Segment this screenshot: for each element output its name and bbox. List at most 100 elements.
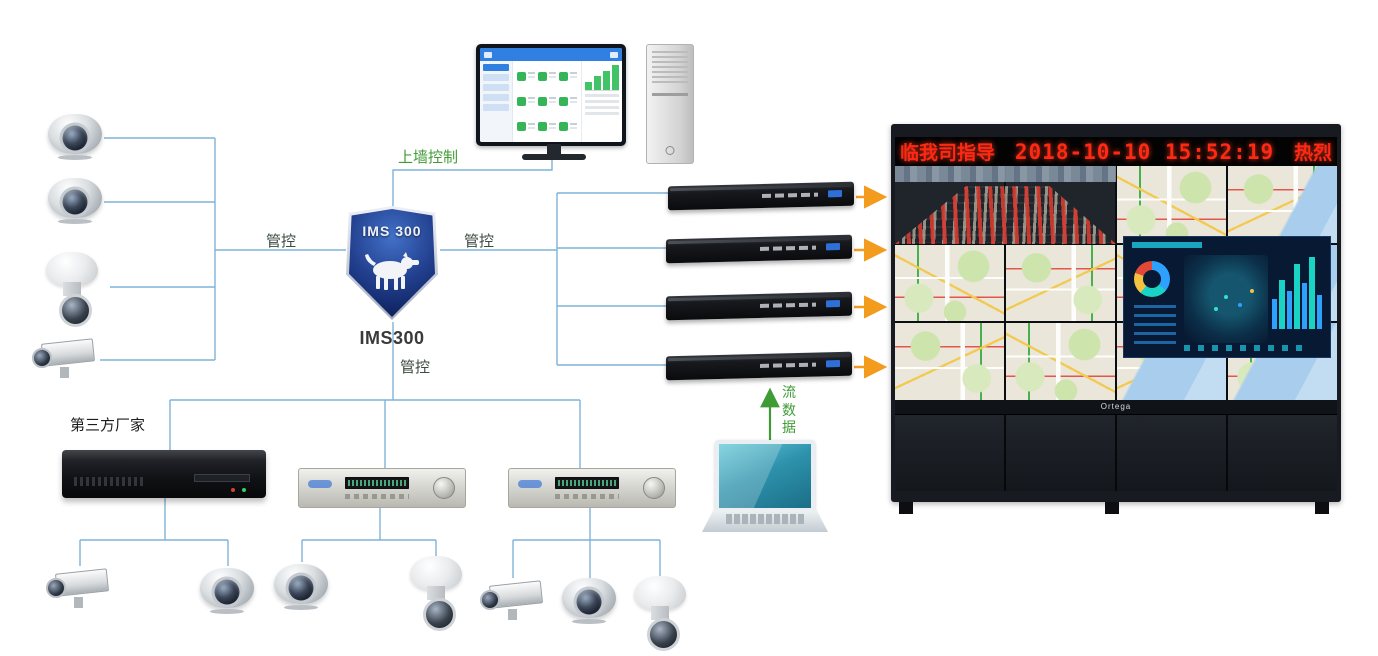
camera-neck	[63, 282, 81, 296]
wall-foot	[899, 502, 913, 514]
camera-lens-icon	[576, 589, 602, 615]
donut-chart-icon	[1134, 261, 1170, 297]
ptz-camera-3	[628, 576, 692, 651]
laptop	[702, 440, 828, 536]
camera-lens-icon	[46, 578, 66, 598]
module-icon	[538, 96, 547, 106]
dome-camera-3	[198, 566, 256, 618]
dashboard-map	[1184, 255, 1268, 343]
led-text-right: 热烈	[1293, 143, 1332, 164]
decoder-logo-icon	[826, 360, 840, 368]
wall-tile-map	[895, 323, 1004, 400]
ptz-camera-2	[404, 556, 468, 631]
dog-icon	[365, 252, 419, 290]
label-manage-right: 管控	[464, 233, 495, 250]
decoder-to-wall-arrows	[854, 185, 888, 379]
status-led-icon	[242, 488, 246, 492]
video-decoder-3	[666, 291, 852, 321]
module-icon	[559, 122, 568, 132]
label-third-party: 第三方厂家	[70, 417, 146, 434]
module-icon	[559, 96, 568, 106]
video-decoder-1	[668, 181, 854, 211]
mini-bar-chart	[585, 64, 619, 91]
dvr-2	[508, 468, 676, 508]
app-titlebar	[480, 48, 622, 61]
dashboard-legend	[1134, 305, 1176, 345]
dashboard-title-bar	[1132, 242, 1202, 248]
wall-brand-label: Ortega	[895, 400, 1337, 414]
camera-rim	[58, 155, 92, 160]
led-ticker: 临我司指导 2018-10-10 15:52:19 热烈	[895, 137, 1337, 166]
ptz-camera-1	[40, 252, 104, 327]
power-button-icon	[665, 146, 675, 155]
decoder-logo-icon	[828, 190, 842, 198]
camera-head	[46, 252, 98, 286]
module-icon	[538, 71, 547, 81]
wall-foot	[1105, 502, 1119, 514]
management-software-screen	[480, 48, 622, 142]
camera-lens-icon	[214, 579, 240, 605]
video-decoder-2	[666, 234, 852, 264]
shield-label: IMS 300	[362, 223, 422, 239]
monitor-base	[522, 154, 586, 160]
decoder-logo-icon	[826, 300, 840, 308]
video-wall: 临我司指导 2018-10-10 15:52:19 热烈	[891, 124, 1341, 514]
app-module-grid	[513, 61, 581, 142]
dashboard-footer-row	[1184, 345, 1304, 351]
tower-drive-bay	[652, 93, 688, 96]
decoder-front-text	[760, 245, 816, 251]
wall-tile-map	[1006, 323, 1115, 400]
blue-connection-lines	[79, 137, 668, 578]
decoder-logo-icon	[826, 243, 840, 251]
box-camera-2	[46, 566, 112, 608]
third-party-nvr	[62, 450, 266, 498]
monitor-frame	[476, 44, 626, 146]
management-monitor	[476, 44, 632, 160]
dome-camera-5	[560, 576, 618, 628]
ims300-shield-logo: IMS 300	[346, 206, 438, 320]
wall-tile-map	[1006, 244, 1115, 322]
label-manage-left: 管控	[266, 233, 297, 250]
led-datetime: 2018-10-10 15:52:19	[1014, 139, 1275, 164]
dvr-logo-icon	[518, 480, 542, 488]
laptop-screen	[715, 440, 815, 512]
box-camera-3	[480, 578, 546, 620]
decoder-front-text	[762, 192, 818, 198]
app-logo-icon	[484, 51, 492, 58]
tower-vents	[652, 51, 688, 85]
camera-lens-icon	[288, 575, 314, 601]
wall-screen-grid	[895, 166, 1337, 400]
camera-lens-icon	[32, 348, 52, 368]
dvr-1	[298, 468, 466, 508]
module-icon	[517, 122, 526, 132]
module-icon	[559, 71, 568, 81]
wall-tile-map	[1117, 166, 1226, 243]
wall-tile-map	[1228, 166, 1337, 243]
camera-rim	[58, 219, 92, 224]
label-manage-down: 管控	[400, 359, 431, 376]
wall-tile-map	[895, 244, 1004, 322]
led-text-left: 临我司指导	[900, 143, 996, 164]
camera-lens-icon	[423, 598, 456, 631]
app-sidebar	[480, 61, 513, 142]
jog-dial-icon	[433, 477, 455, 499]
module-icon	[517, 71, 526, 81]
wall-traffic-video	[895, 166, 1116, 244]
camera-lens-icon	[480, 590, 500, 610]
window-buttons-icon	[610, 51, 618, 58]
wall-foot	[1315, 502, 1329, 514]
pc-tower	[646, 44, 694, 164]
camera-lens-icon	[62, 189, 88, 215]
wall-cabinet	[895, 414, 1337, 491]
monitor-neck	[547, 144, 561, 154]
dashboard-bar-chart	[1272, 253, 1322, 329]
dome-camera-2	[46, 176, 104, 228]
decoder-front-text	[760, 362, 816, 368]
camera-lens-icon	[647, 618, 680, 651]
camera-mount	[60, 367, 69, 378]
module-icon	[517, 96, 526, 106]
decoder-front-text	[760, 302, 816, 308]
dome-camera-1	[46, 112, 104, 164]
label-stream-data: 流数据	[782, 384, 796, 435]
dvr-logo-icon	[308, 480, 332, 488]
